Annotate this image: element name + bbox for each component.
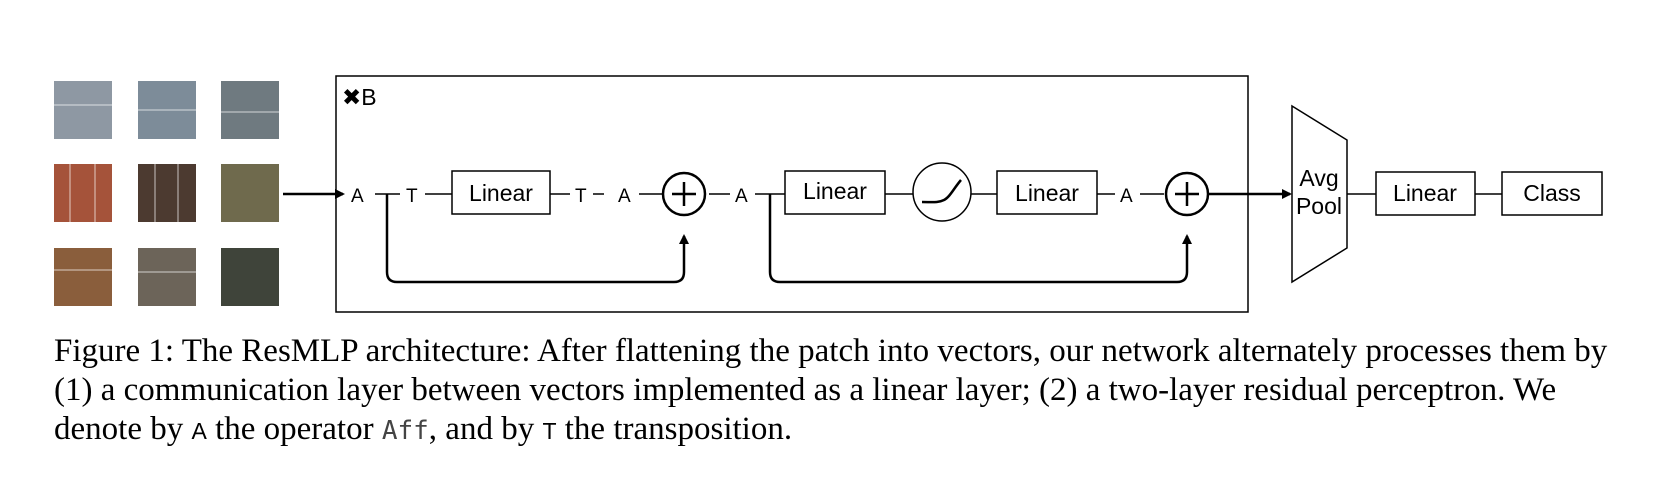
avg-pool-label-2: Pool [1296, 193, 1342, 219]
resmlp-diagram: ✖B A T T A A A Linear Linear Linear [54, 75, 1603, 313]
figure-caption: Figure 1: The ResMLP architecture: After… [54, 332, 1614, 451]
linear-box-head [1375, 171, 1476, 216]
caption-symbol-A: A [191, 418, 207, 444]
patch-4 [54, 164, 112, 222]
caption-code-aff: Aff [381, 416, 429, 446]
caption-text-3: , and by [428, 411, 543, 447]
patch-9 [221, 248, 279, 306]
caption-text-4: the transposition. [556, 411, 793, 447]
caption-text-2: the operator [206, 411, 382, 447]
skip-connection-2 [768, 194, 1192, 284]
op-T-2: T [575, 186, 587, 207]
gelu-activation-icon [912, 162, 972, 222]
linear-label-1: Linear [469, 180, 533, 206]
skip-connection-1 [385, 194, 689, 284]
linear-label-3: Linear [1015, 180, 1079, 206]
linear-box-3 [996, 170, 1098, 215]
patch-5 [138, 164, 196, 222]
patch-2 [138, 81, 196, 139]
caption-symbol-T: T [542, 418, 557, 444]
avg-pool-shape [1291, 104, 1348, 284]
op-A-1: A [351, 186, 364, 207]
op-A-3: A [735, 186, 748, 207]
caption-text-1: Figure 1: The ResMLP architecture: After… [54, 333, 1608, 447]
image-patches [54, 81, 279, 306]
linear-box-2 [784, 170, 886, 215]
linear-label-2: Linear [803, 178, 867, 204]
repeat-label: ✖B [342, 84, 377, 110]
op-A-4: A [1120, 186, 1133, 207]
patch-1 [54, 81, 112, 139]
adder-2 [1164, 171, 1210, 217]
patch-7 [54, 248, 112, 306]
avg-pool-label-1: Avg [1299, 165, 1338, 191]
linear-box-1 [451, 170, 551, 215]
linear-label-head: Linear [1393, 180, 1457, 206]
patch-3 [221, 81, 279, 139]
patch-6 [221, 164, 279, 222]
op-A-2: A [618, 186, 631, 207]
class-label: Class [1523, 180, 1581, 206]
op-T-1: T [406, 186, 418, 207]
patch-8 [138, 248, 196, 306]
adder-1 [661, 171, 707, 217]
class-box [1501, 171, 1603, 216]
